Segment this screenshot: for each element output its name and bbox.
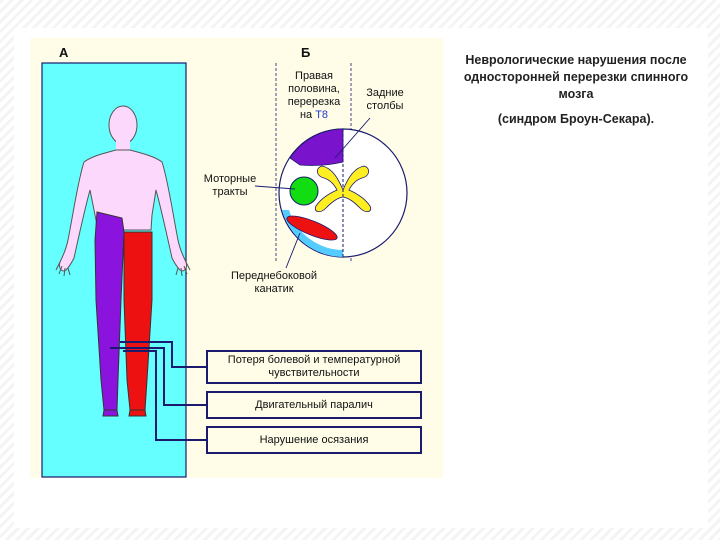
- label-right-half: Правая половина, перерезка на Т8: [278, 70, 350, 122]
- motor-tract-region: [289, 176, 319, 206]
- slide-subtitle: (синдром Броун-Секара).: [497, 112, 655, 126]
- anterolateral-region: [286, 215, 338, 241]
- label-b: Б: [301, 45, 311, 60]
- right-hand: [175, 261, 191, 277]
- label-dorsal-columns: Задние столбы: [354, 87, 416, 113]
- label-right-half-line4: на Т8: [278, 109, 350, 122]
- label-motor-tracts-line1: Моторные: [203, 173, 257, 185]
- torso: [59, 149, 187, 272]
- slide-title: Неврологические нарушения после одностор…: [463, 53, 689, 101]
- label-on: на: [299, 109, 313, 121]
- connector-pain-temp: [120, 341, 206, 368]
- label-dorsal-columns-line2: столбы: [366, 100, 404, 112]
- label-a: А: [59, 45, 69, 60]
- human-figure: [55, 105, 191, 417]
- box-pain-temperature-loss: Потеря болевой и температурной чувствите…: [206, 350, 422, 384]
- spinal-cord-section: [278, 128, 408, 258]
- pointer-dorsal-columns: [334, 117, 371, 159]
- connector-motor: [110, 347, 206, 406]
- connector-touch: [123, 350, 206, 441]
- label-dorsal-columns-line1: Задние: [366, 87, 404, 99]
- box-motor-paralysis: Двигательный паралич: [206, 391, 422, 419]
- cord-edge: [282, 210, 343, 257]
- pointer-motor-tracts: [254, 185, 296, 190]
- label-right-half-line3: перерезка: [287, 96, 341, 108]
- box-touch-impairment: Нарушение осязания: [206, 426, 422, 454]
- dorsal-column-region: [289, 128, 344, 166]
- label-motor-tracts-line2: тракты: [212, 186, 248, 198]
- pointer-anterolateral: [285, 232, 301, 269]
- head: [108, 105, 138, 145]
- label-level-t8: Т8: [315, 109, 329, 121]
- right-foot: [128, 409, 147, 417]
- label-anterolateral-line1: Переднебоковой: [231, 270, 317, 282]
- label-right-half-line2: половина,: [288, 83, 340, 95]
- label-anterolateral-line2: канатик: [254, 283, 294, 295]
- left-hand: [55, 261, 71, 277]
- label-anterolateral: Переднебоковой канатик: [222, 270, 326, 296]
- label-right-half-line1: Правая: [295, 70, 333, 82]
- left-foot: [102, 409, 119, 417]
- label-motor-tracts: Моторные тракты: [196, 173, 264, 199]
